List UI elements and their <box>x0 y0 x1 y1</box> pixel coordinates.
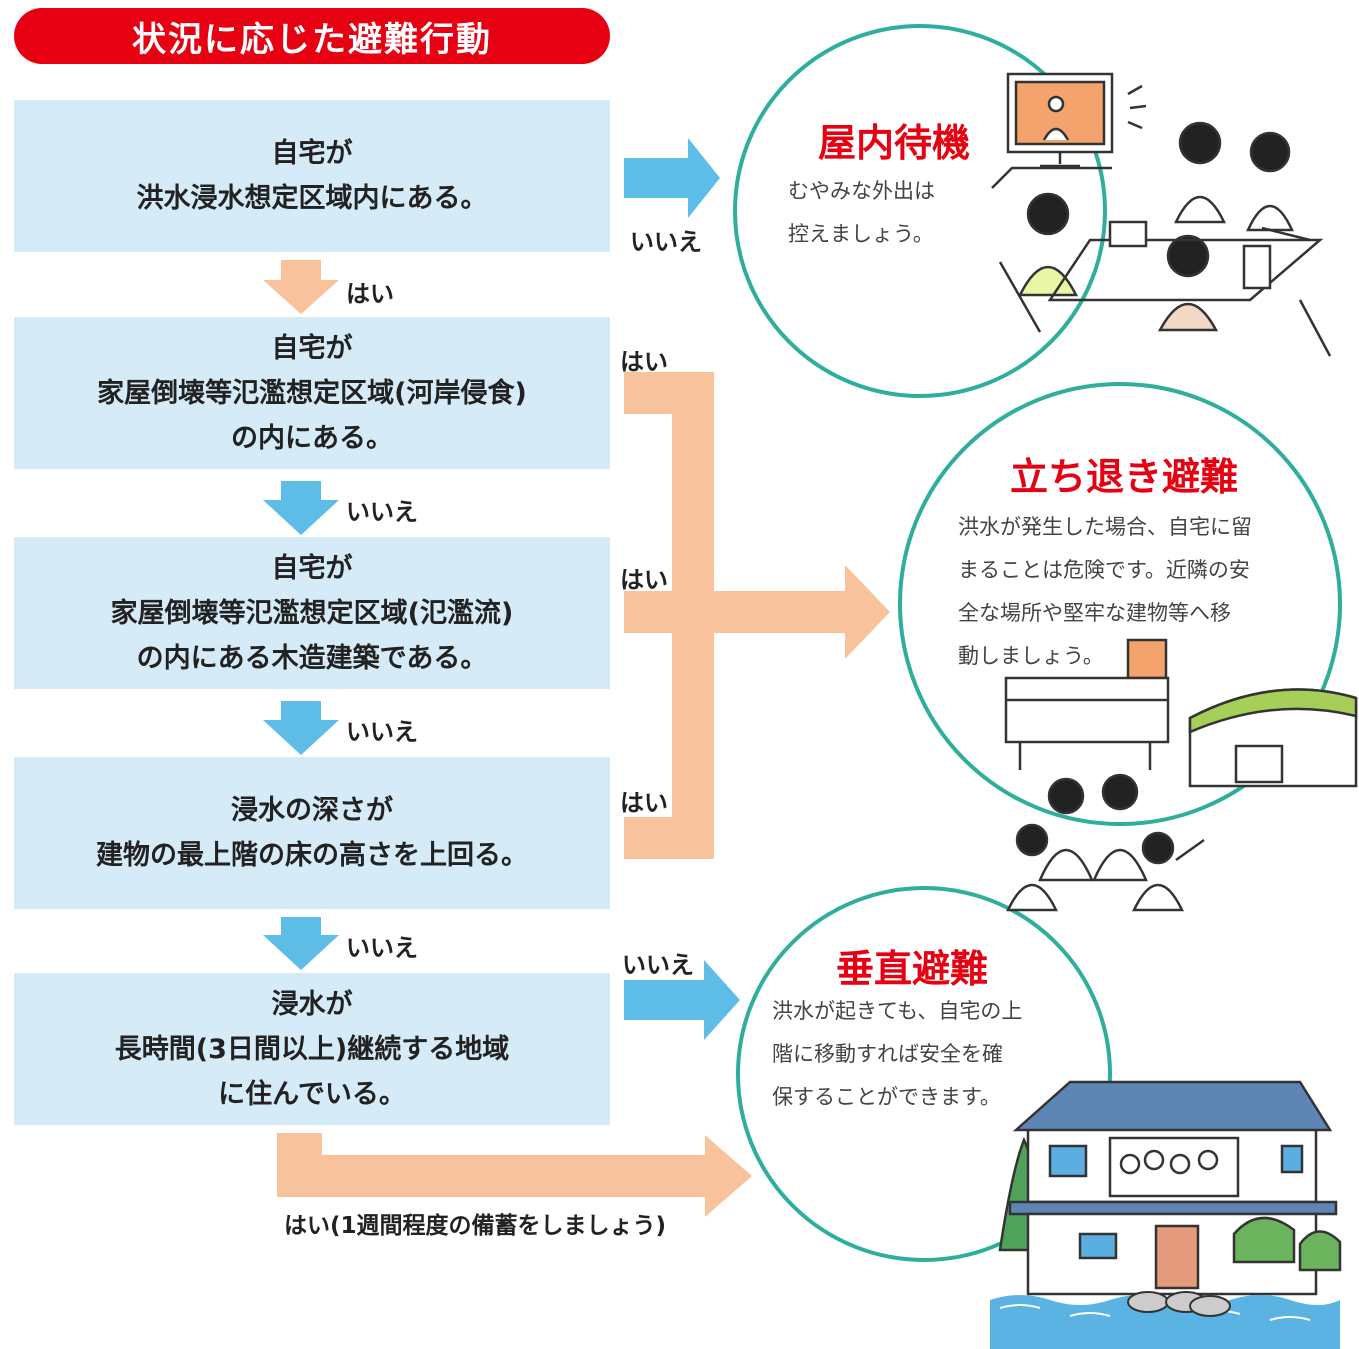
q4-line-1: 浸水の深さが <box>231 795 393 826</box>
q5-line-1: 浸水が <box>271 988 353 1020</box>
label-q4-yes: はい <box>620 789 668 817</box>
outcome-vertical-desc: 洪水が起きても、自宅の上 階に移動すれば安全を確 保することができます。 <box>772 990 1022 1119</box>
arrow-q3-no <box>263 701 339 755</box>
q4-line-2: 建物の最上階の床の高さを上回る。 <box>96 840 528 871</box>
q2-line-2: 家屋倒壊等氾濫想定区域(河岸侵食) <box>97 377 527 409</box>
indoor-desc-line-1: むやみな外出は <box>788 179 935 203</box>
outcome-indoor-desc: むやみな外出は 控えましょう。 <box>788 170 935 256</box>
outcome-evacuate-title: 立ち退き避難 <box>1010 455 1239 499</box>
question-2-box: 自宅が 家屋倒壊等氾濫想定区域(河岸侵食) の内にある。 <box>14 317 610 469</box>
vertical-desc-line-1: 洪水が起きても、自宅の上 <box>772 999 1023 1023</box>
label-q3-no: いいえ <box>346 718 418 746</box>
vertical-desc-line-2: 階に移動すれば安全を確 <box>772 1042 1003 1066</box>
outcome-indoor-title: 屋内待機 <box>818 121 971 165</box>
arrow-q2-no <box>263 481 339 535</box>
house-illustration <box>998 1080 1342 1296</box>
question-1-box: 自宅が 洪水浸水想定区域内にある。 <box>14 100 610 252</box>
buildings-illustration <box>1004 638 1358 788</box>
arrow-q1-no <box>624 138 720 218</box>
q1-line-2: 洪水浸水想定区域内にある。 <box>136 183 488 214</box>
evacuate-desc-line-2: まることは危険です。近隣の安 <box>958 558 1250 582</box>
label-q2-yes: はい <box>620 348 668 376</box>
arrow-to-evacuate <box>624 565 890 659</box>
q5-line-3: に住んでいる。 <box>218 1078 406 1110</box>
label-q5-yes: はい(1週間程度の備蓄をしましょう) <box>284 1213 667 1239</box>
page-title: 状況に応じた避難行動 <box>132 19 492 60</box>
people-illustration <box>1006 773 1205 912</box>
question-4-box: 浸水の深さが 建物の最上階の床の高さを上回る。 <box>14 757 610 909</box>
outcome-evacuate-desc: 洪水が発生した場合、自宅に留 まることは危険です。近隣の安 全な場所や堅牢な建物… <box>958 506 1252 678</box>
indoor-desc-line-2: 控えましょう。 <box>788 222 934 246</box>
q5-line-2: 長時間(3日間以上)継続する地域 <box>114 1033 510 1065</box>
evacuate-desc-line-1: 洪水が発生した場合、自宅に留 <box>958 515 1252 539</box>
title-banner: 状況に応じた避難行動 <box>14 8 610 64</box>
q2-line-3: の内にある。 <box>231 422 393 454</box>
arrow-q1-yes <box>263 260 339 314</box>
label-q4-no: いいえ <box>346 934 418 962</box>
label-q1-no: いいえ <box>630 228 702 256</box>
family-illustration <box>991 121 1332 357</box>
arrow-q5-yes <box>277 1133 752 1217</box>
evacuate-desc-line-3: 全な場所や堅牢な建物等へ移 <box>958 601 1231 625</box>
evacuate-desc-line-4: 動しましょう。 <box>958 644 1104 668</box>
question-5-box: 浸水が 長時間(3日間以上)継続する地域 に住んでいる。 <box>14 973 610 1125</box>
tv-illustration <box>1006 72 1147 168</box>
arrow-q4-no <box>263 917 339 970</box>
q1-line-1: 自宅が <box>271 138 353 169</box>
arrow-q5-no <box>624 960 740 1040</box>
label-q3-yes: はい <box>620 566 668 594</box>
outcome-vertical-title: 垂直避難 <box>836 947 989 991</box>
q3-line-2: 家屋倒壊等氾濫想定区域(氾濫流) <box>110 597 514 629</box>
label-q5-no: いいえ <box>622 951 694 979</box>
q2-line-1: 自宅が <box>271 332 353 364</box>
q3-line-3: の内にある木造建築である。 <box>136 642 488 674</box>
vertical-desc-line-3: 保することができます。 <box>772 1085 1001 1109</box>
flood-water-illustration <box>990 1291 1340 1349</box>
question-3-box: 自宅が 家屋倒壊等氾濫想定区域(氾濫流) の内にある木造建築である。 <box>14 537 610 689</box>
label-q1-yes: はい <box>346 280 394 308</box>
label-q2-no: いいえ <box>346 498 418 526</box>
q3-line-1: 自宅が <box>271 552 353 584</box>
